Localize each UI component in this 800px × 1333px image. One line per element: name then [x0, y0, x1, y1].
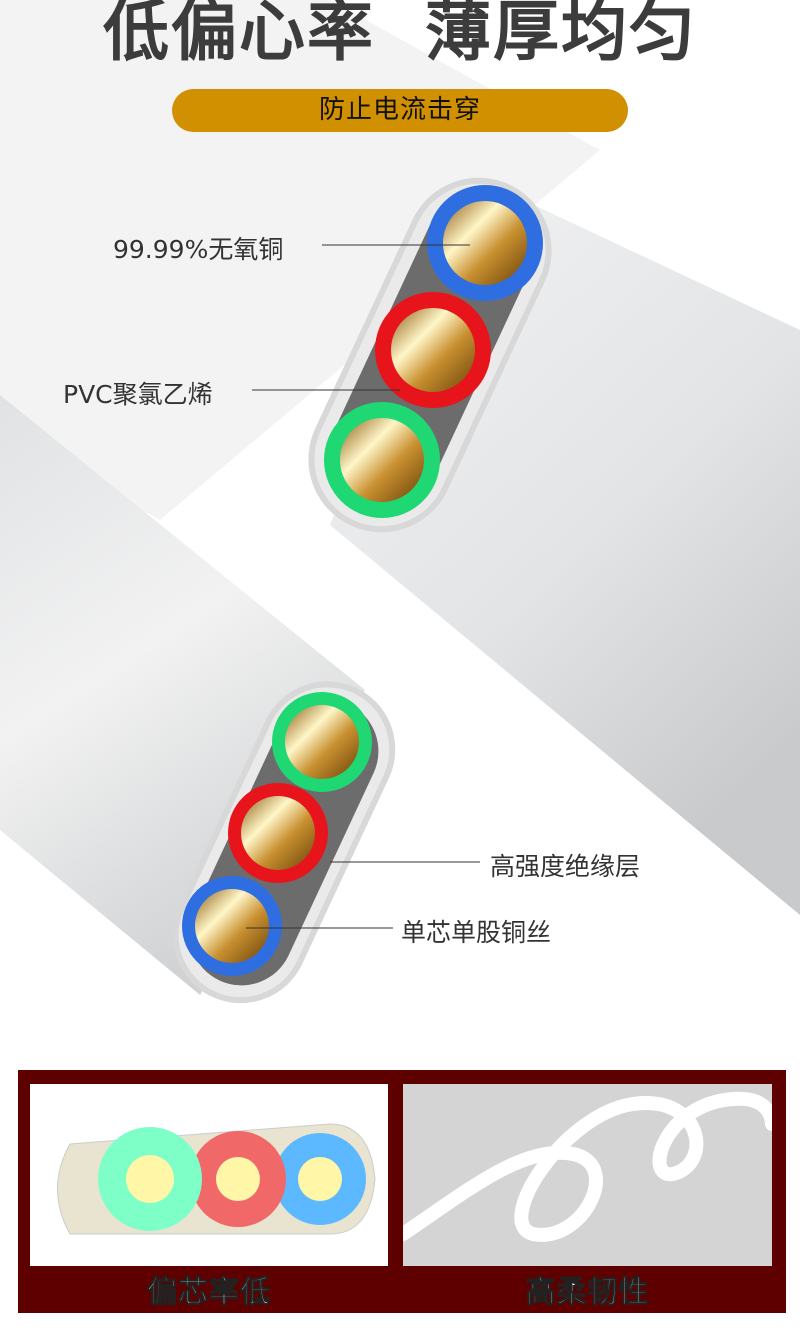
low-eccentricity-image: [30, 1084, 388, 1266]
bottom-core-green: [272, 692, 372, 792]
flexibility-image: [403, 1084, 772, 1266]
coiled-cable-illustration: [403, 1091, 772, 1242]
top-core-red: [375, 292, 491, 408]
flat-cable-illustration: [57, 1123, 376, 1235]
feature-badge: 防止电流击穿: [172, 89, 628, 132]
caption-low-eccentricity: 偏芯率低: [147, 1275, 271, 1311]
label-copper: 99.99%无氧铜: [113, 235, 284, 264]
bottom-core-red: [228, 783, 328, 883]
label-insulation: 高强度绝缘层: [490, 852, 641, 881]
top-core-blue: [427, 185, 543, 301]
label-wire: 单芯单股铜丝: [401, 918, 552, 947]
features-panel: 偏芯率低 高柔韧性: [18, 1070, 786, 1313]
top-core-green: [324, 402, 440, 518]
caption-flexibility: 高柔韧性: [525, 1275, 650, 1311]
label-pvc: PVC聚氯乙烯: [63, 380, 213, 409]
page-title: 低偏心率 薄厚均匀: [103, 0, 697, 70]
bottom-core-blue: [182, 876, 282, 976]
